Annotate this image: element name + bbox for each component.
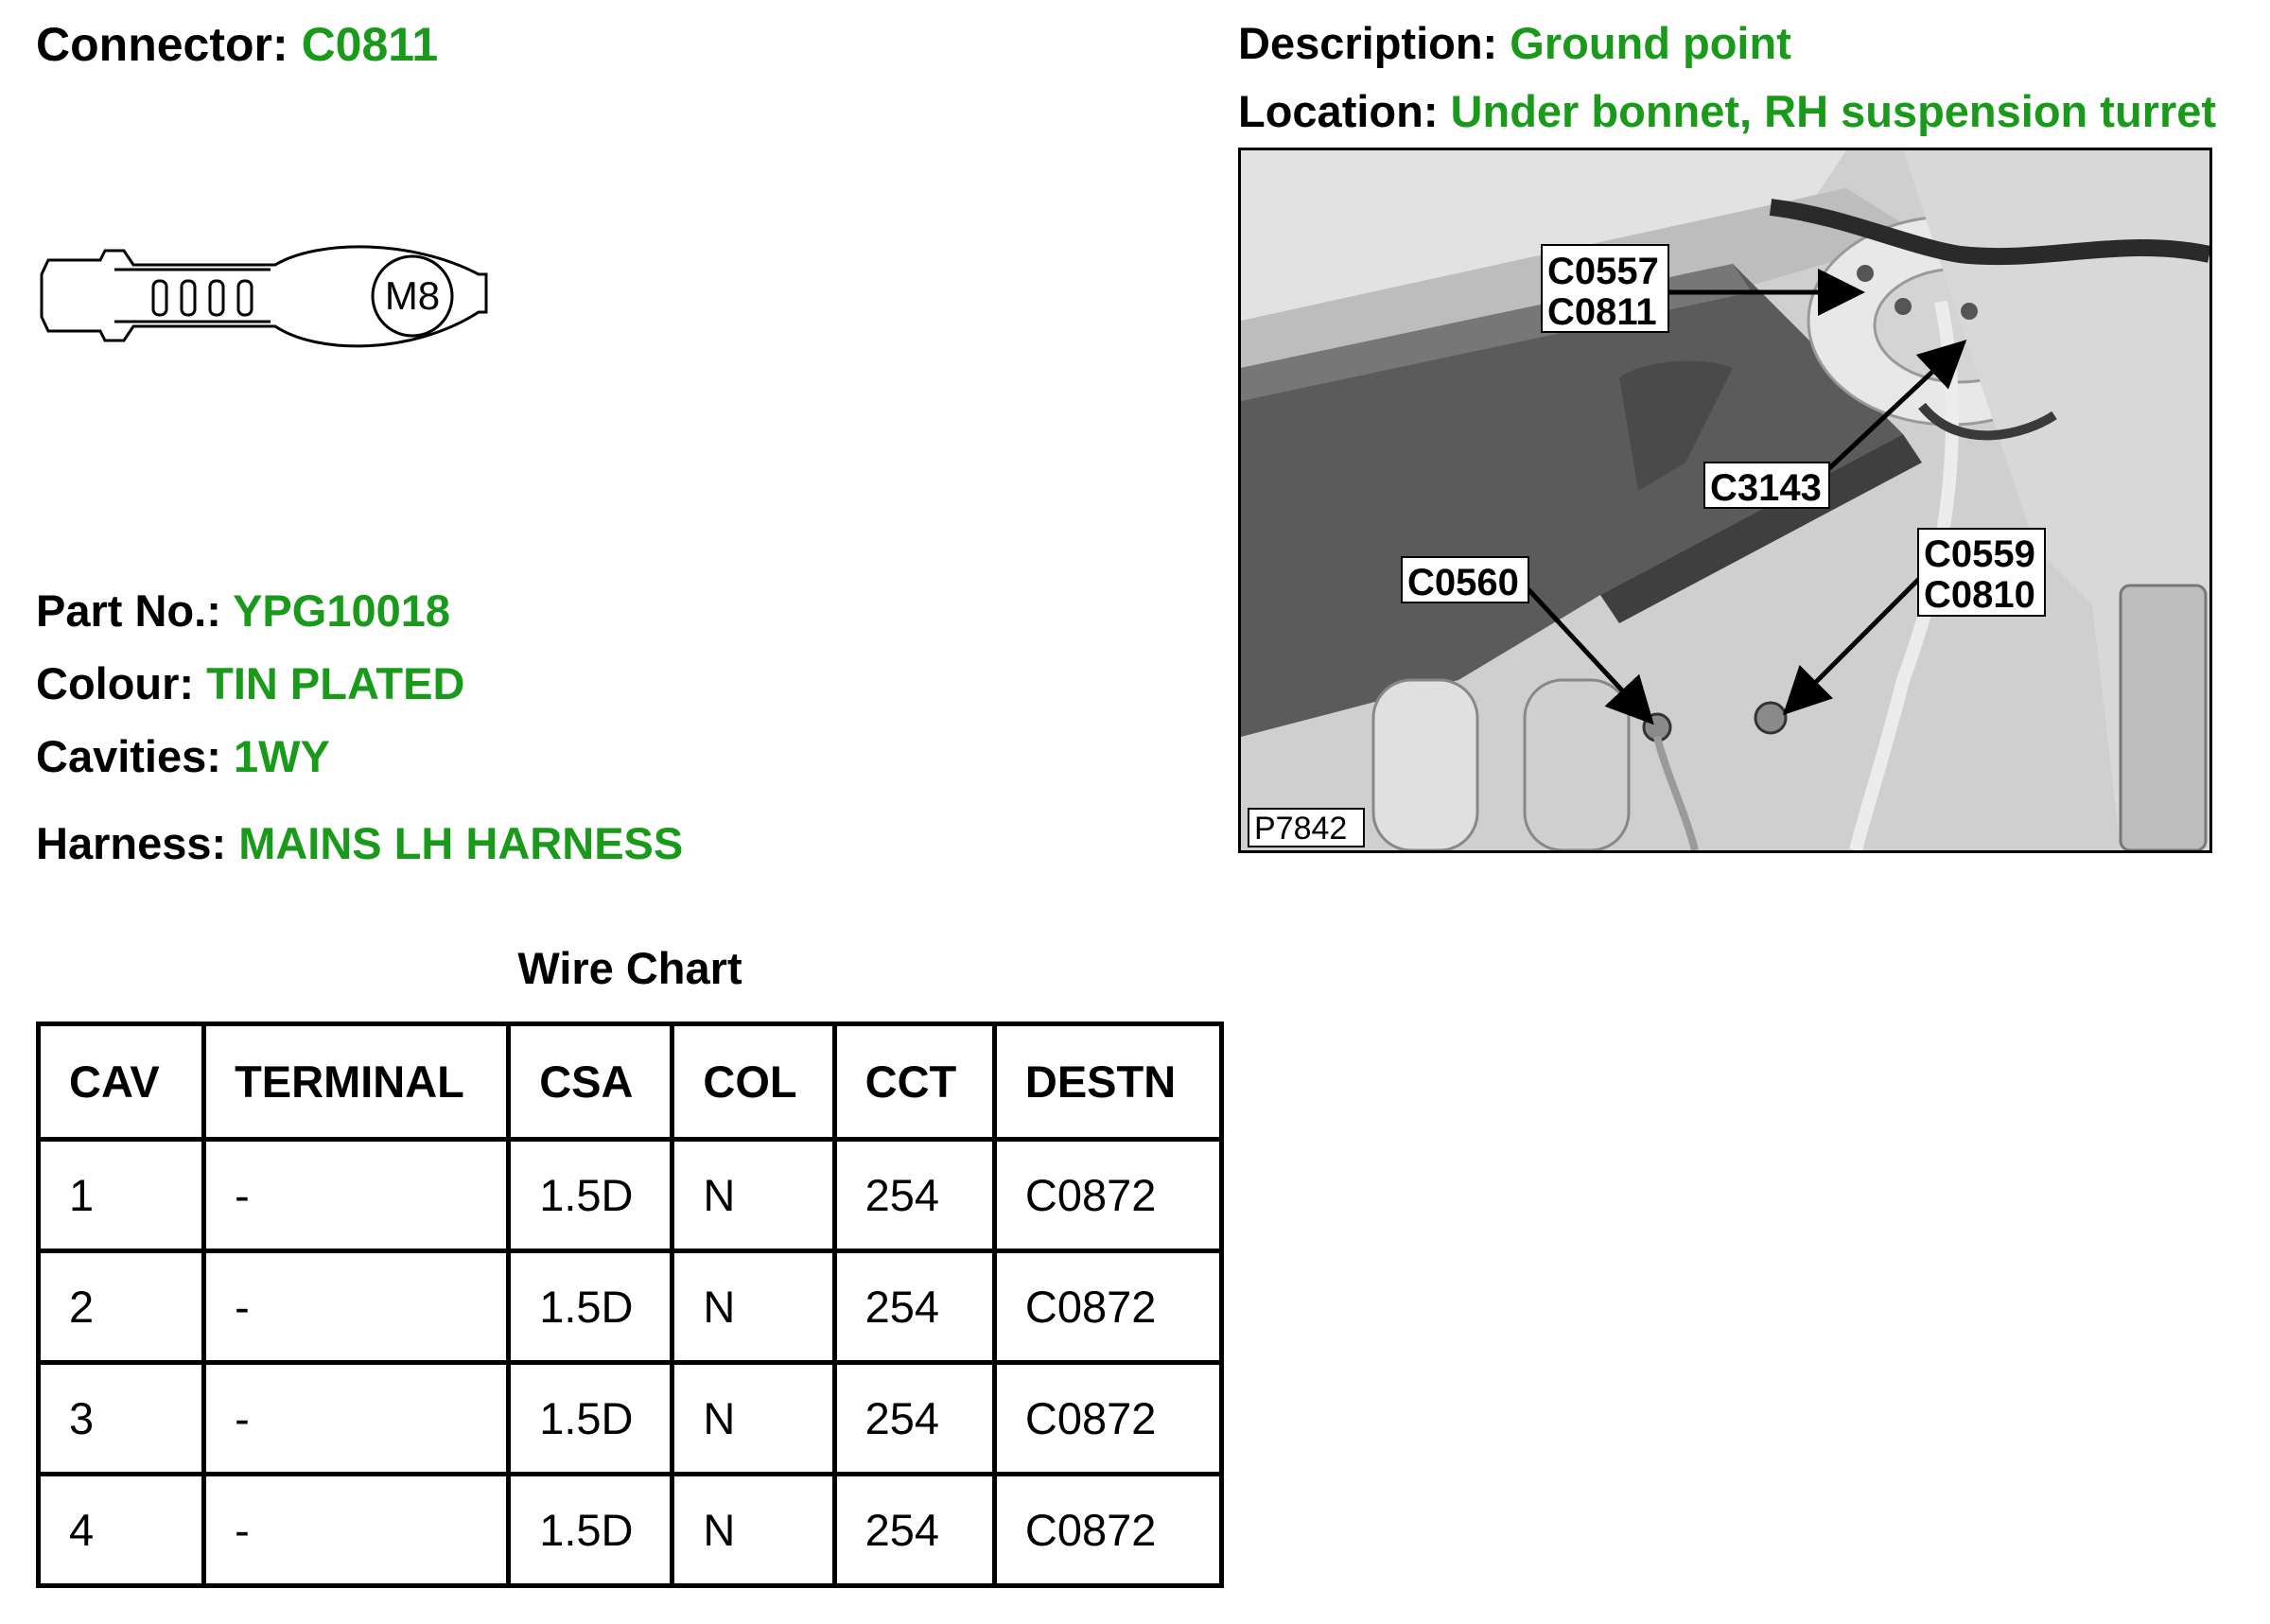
harness-label: Harness: bbox=[36, 818, 227, 868]
table-row: 2 - 1.5D N 254 C0872 bbox=[35, 1249, 1225, 1365]
cell-terminal: - bbox=[201, 1360, 512, 1476]
cell-destn: C0872 bbox=[991, 1137, 1225, 1253]
cavities-field: Cavities: 1WY bbox=[36, 734, 330, 778]
engine-bay-illustration: C0557 C0811 C3143 C0560 C0559 C0810 P784… bbox=[1241, 150, 2209, 850]
connector-label: Connector: bbox=[36, 18, 288, 71]
cell-cct: 254 bbox=[831, 1360, 997, 1476]
location-label: Location: bbox=[1238, 86, 1439, 136]
cell-destn: C0872 bbox=[991, 1249, 1225, 1365]
header-terminal: TERMINAL bbox=[201, 1022, 512, 1142]
cell-cct: 254 bbox=[831, 1249, 997, 1365]
location-field: Location: Under bonnet, RH suspension tu… bbox=[1238, 89, 2216, 133]
location-value: Under bonnet, RH suspension turret bbox=[1450, 86, 2217, 136]
cell-terminal: - bbox=[201, 1249, 512, 1365]
part-number-label: Part No.: bbox=[36, 585, 221, 636]
cell-col: N bbox=[670, 1472, 837, 1588]
cell-csa: 1.5D bbox=[506, 1360, 675, 1476]
table-header-row: CAV TERMINAL CSA COL CCT DESTN bbox=[35, 1022, 1225, 1142]
connector-field: Connector: C0811 bbox=[36, 21, 438, 68]
colour-field: Colour: TIN PLATED bbox=[36, 661, 464, 706]
header-cav: CAV bbox=[35, 1022, 207, 1142]
cell-cav: 1 bbox=[35, 1137, 207, 1253]
part-number-value: YPG10018 bbox=[233, 585, 451, 636]
cell-col: N bbox=[670, 1137, 837, 1253]
table-row: 1 - 1.5D N 254 C0872 bbox=[35, 1137, 1225, 1253]
cell-terminal: - bbox=[201, 1472, 512, 1588]
cell-cav: 3 bbox=[35, 1360, 207, 1476]
header-destn: DESTN bbox=[991, 1022, 1225, 1142]
wire-chart-table: CAV TERMINAL CSA COL CCT DESTN 1 - 1.5D … bbox=[35, 1022, 1225, 1588]
cell-cct: 254 bbox=[831, 1137, 997, 1253]
cell-destn: C0872 bbox=[991, 1472, 1225, 1588]
cell-destn: C0872 bbox=[991, 1360, 1225, 1476]
cell-csa: 1.5D bbox=[506, 1249, 675, 1365]
callout-c0559: C0559 bbox=[1924, 533, 2035, 575]
callout-c0811: C0811 bbox=[1547, 291, 1657, 333]
callout-c0810: C0810 bbox=[1924, 574, 2035, 616]
connector-value: C0811 bbox=[301, 18, 439, 71]
cavities-label: Cavities: bbox=[36, 731, 221, 781]
cavities-value: 1WY bbox=[233, 731, 330, 781]
description-value: Ground point bbox=[1510, 18, 1791, 68]
figure-id: P7842 bbox=[1254, 811, 1347, 847]
description-field: Description: Ground point bbox=[1238, 21, 1791, 65]
table-row: 4 - 1.5D N 254 C0872 bbox=[35, 1472, 1225, 1588]
callout-c0560: C0560 bbox=[1407, 562, 1519, 603]
cell-cct: 254 bbox=[831, 1472, 997, 1588]
description-label: Description: bbox=[1238, 18, 1498, 68]
cell-cav: 2 bbox=[35, 1249, 207, 1365]
colour-value: TIN PLATED bbox=[206, 658, 465, 708]
cell-col: N bbox=[670, 1360, 837, 1476]
part-number-field: Part No.: YPG10018 bbox=[36, 588, 450, 633]
header-col: COL bbox=[670, 1022, 837, 1142]
cell-col: N bbox=[670, 1249, 837, 1365]
callout-c0557: C0557 bbox=[1547, 251, 1659, 292]
wire-chart-title: Wire Chart bbox=[517, 943, 742, 993]
harness-field: Harness: MAINS LH HARNESS bbox=[36, 821, 683, 865]
header-csa: CSA bbox=[506, 1022, 675, 1142]
cell-csa: 1.5D bbox=[506, 1137, 675, 1253]
header-cct: CCT bbox=[831, 1022, 997, 1142]
cell-cav: 4 bbox=[35, 1472, 207, 1588]
ring-terminal-drawing: M8 bbox=[40, 245, 488, 348]
harness-value: MAINS LH HARNESS bbox=[238, 818, 684, 868]
location-photo: C0557 C0811 C3143 C0560 C0559 C0810 P784… bbox=[1238, 148, 2212, 853]
cell-csa: 1.5D bbox=[506, 1472, 675, 1588]
table-row: 3 - 1.5D N 254 C0872 bbox=[35, 1360, 1225, 1476]
cell-terminal: - bbox=[201, 1137, 512, 1253]
callout-c3143: C3143 bbox=[1710, 467, 1822, 509]
colour-label: Colour: bbox=[36, 658, 195, 708]
stud-size-label: M8 bbox=[385, 273, 440, 318]
